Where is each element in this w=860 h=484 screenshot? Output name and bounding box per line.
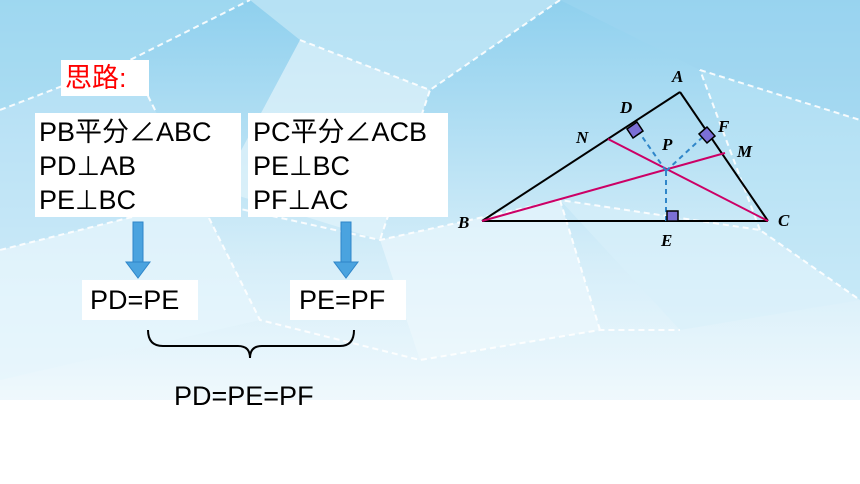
left-condition-1: PB平分∠ABC	[39, 117, 212, 147]
right-condition-1: PC平分∠ACB	[253, 117, 428, 147]
left-condition-2: PD⊥AB	[39, 151, 137, 181]
final-result: PD=PE=PF	[174, 381, 314, 411]
point-label-A: A	[671, 67, 683, 86]
result-right: PE=PF	[299, 285, 386, 315]
right-condition-2: PE⊥BC	[253, 151, 351, 181]
point-label-D: D	[619, 98, 632, 117]
result-left: PD=PE	[90, 285, 180, 315]
right-conditions-box	[248, 113, 448, 217]
right-angle-marks	[625, 120, 717, 222]
arrow-right	[333, 221, 359, 279]
right-condition-3: PF⊥AC	[253, 185, 349, 215]
bisectors	[481, 138, 769, 222]
right-conditions: PC平分∠ACB PE⊥BC PF⊥AC	[253, 115, 427, 217]
result-right-box	[290, 280, 406, 320]
title-box	[61, 60, 149, 96]
point-label-N: N	[575, 128, 589, 147]
left-conditions-box	[35, 113, 241, 217]
left-conditions: PB平分∠ABC PD⊥AB PE⊥BC	[39, 115, 212, 217]
title-label: 思路:	[65, 63, 127, 93]
point-label-B: B	[457, 213, 469, 232]
triangle	[481, 91, 769, 222]
left-condition-3: PE⊥BC	[39, 185, 137, 215]
point-label-E: E	[660, 231, 672, 250]
point-label-C: C	[778, 211, 790, 230]
point-label-M: M	[736, 142, 753, 161]
brace	[147, 329, 355, 359]
point-label-P: P	[661, 135, 673, 154]
result-left-box	[82, 280, 198, 320]
point-label-F: F	[717, 117, 730, 136]
arrow-left	[125, 221, 151, 279]
